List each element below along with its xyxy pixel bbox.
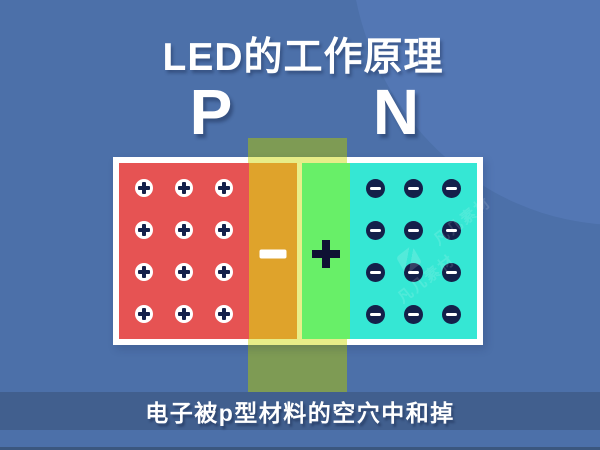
- junction-highlight-bottom: [248, 345, 347, 392]
- electron-minus-icon: [395, 167, 433, 209]
- n-type-region: [350, 163, 477, 339]
- electron-minus-icon: [395, 209, 433, 251]
- electron-minus-icon: [433, 209, 471, 251]
- hole-plus-icon: [204, 251, 244, 293]
- hole-plus-icon: [124, 293, 164, 335]
- junction-highlight-top-border: [248, 157, 347, 163]
- hole-plus-icon: [164, 251, 204, 293]
- electron-minus-icon: [357, 251, 395, 293]
- electron-minus-icon: [433, 251, 471, 293]
- electron-grid: [350, 163, 477, 339]
- electron-minus-icon: [357, 293, 395, 335]
- hole-plus-icon: [164, 167, 204, 209]
- n-region-label: N: [372, 76, 420, 148]
- p-region-label: P: [189, 76, 233, 148]
- electron-minus-icon: [395, 293, 433, 335]
- hole-plus-icon: [124, 167, 164, 209]
- depletion-strip-positive: [302, 163, 350, 339]
- p-type-region: [119, 163, 249, 339]
- hole-plus-icon: [124, 209, 164, 251]
- junction-highlight-top: [248, 138, 347, 157]
- depletion-strip-negative: [249, 163, 297, 339]
- plus-sign-icon: [312, 240, 340, 268]
- caption-text: 电子被p型材料的空穴中和掉: [145, 400, 455, 426]
- pn-junction-box: [113, 157, 483, 345]
- hole-plus-icon: [124, 251, 164, 293]
- electron-minus-icon: [357, 167, 395, 209]
- hole-plus-icon: [164, 209, 204, 251]
- hole-plus-icon: [204, 209, 244, 251]
- hole-grid: [119, 163, 249, 339]
- electron-minus-icon: [433, 167, 471, 209]
- electron-minus-icon: [433, 293, 471, 335]
- junction-boundary-line: [297, 163, 302, 339]
- caption-bar: 电子被p型材料的空穴中和掉: [0, 392, 600, 430]
- hole-plus-icon: [164, 293, 204, 335]
- junction-highlight-bottom-border: [248, 339, 347, 345]
- electron-minus-icon: [357, 209, 395, 251]
- minus-sign-icon: [259, 249, 287, 259]
- electron-minus-icon: [395, 251, 433, 293]
- slide-title: LED的工作原理: [162, 36, 444, 79]
- bottom-edge-strip: [0, 447, 600, 450]
- hole-plus-icon: [204, 293, 244, 335]
- hole-plus-icon: [204, 167, 244, 209]
